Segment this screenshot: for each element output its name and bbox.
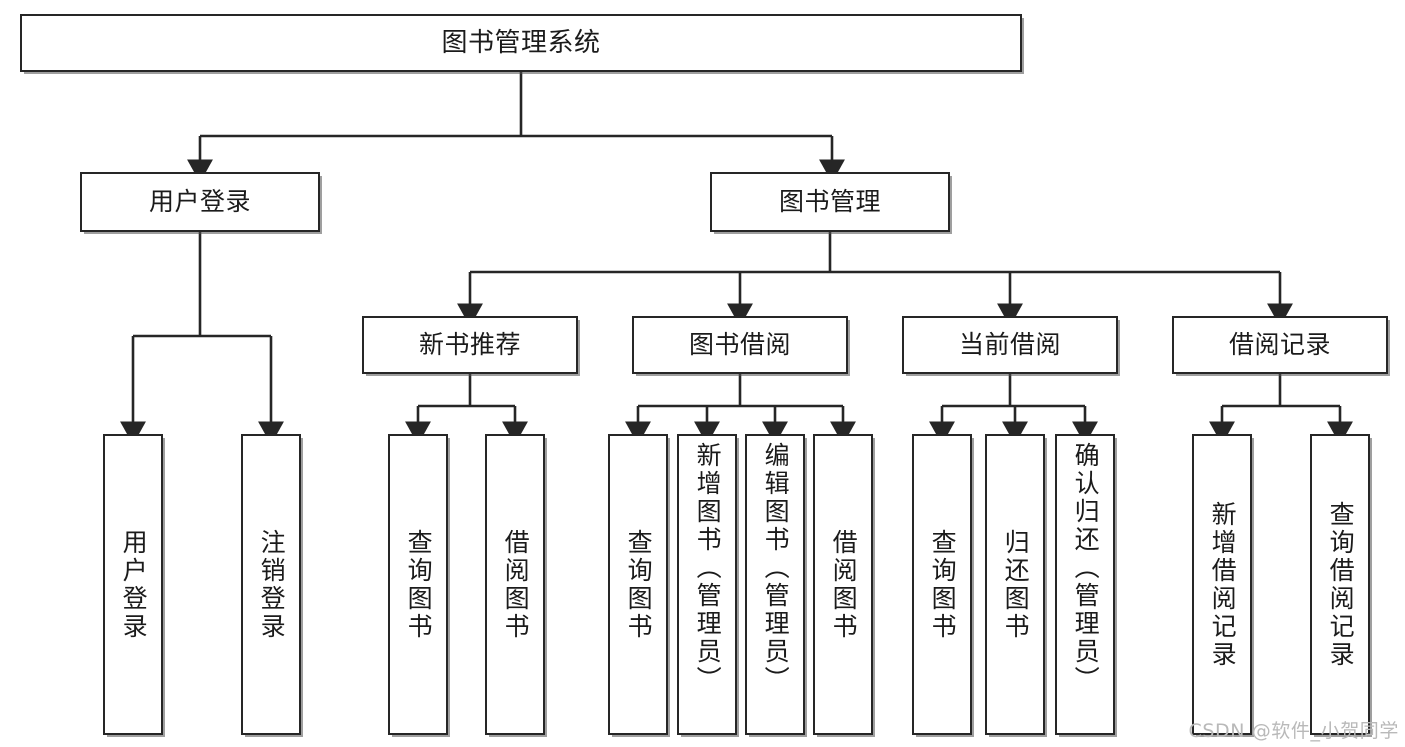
node-book-borrow[interactable]: 图书借阅 bbox=[632, 316, 848, 374]
node-user-login[interactable]: 用户登录 bbox=[80, 172, 320, 232]
node-leaf-borrow-book-label: 借阅图书 bbox=[829, 528, 859, 641]
node-leaf-add-book-label: 新增图书（管理员） bbox=[693, 442, 723, 694]
node-leaf-query-book-rec-label: 查询图书 bbox=[404, 528, 434, 641]
node-user-login-label: 用户登录 bbox=[148, 187, 251, 217]
node-leaf-query-book-current[interactable]: 查询图书 bbox=[912, 434, 972, 735]
node-current-borrow-label: 当前借阅 bbox=[958, 330, 1061, 360]
node-leaf-user-login-label: 用户登录 bbox=[119, 528, 149, 641]
node-book-manage-label: 图书管理 bbox=[778, 187, 881, 217]
node-leaf-add-record-label: 新增借阅记录 bbox=[1208, 500, 1238, 669]
node-root[interactable]: 图书管理系统 bbox=[20, 14, 1022, 72]
node-new-book-rec-label: 新书推荐 bbox=[418, 330, 521, 360]
node-borrow-record[interactable]: 借阅记录 bbox=[1172, 316, 1388, 374]
node-book-manage[interactable]: 图书管理 bbox=[710, 172, 950, 232]
node-leaf-user-logout-label: 注销登录 bbox=[257, 528, 287, 641]
node-leaf-return-book-label: 归还图书 bbox=[1001, 528, 1031, 641]
node-leaf-query-book-borrow-label: 查询图书 bbox=[624, 528, 654, 641]
node-leaf-edit-book-label: 编辑图书（管理员） bbox=[761, 442, 791, 694]
node-leaf-query-book-borrow[interactable]: 查询图书 bbox=[608, 434, 668, 735]
node-leaf-query-record-label: 查询借阅记录 bbox=[1326, 500, 1356, 669]
node-leaf-return-book[interactable]: 归还图书 bbox=[985, 434, 1045, 735]
node-new-book-rec[interactable]: 新书推荐 bbox=[362, 316, 578, 374]
node-root-label: 图书管理系统 bbox=[441, 27, 601, 58]
node-leaf-borrow-book[interactable]: 借阅图书 bbox=[813, 434, 873, 735]
node-leaf-confirm-return[interactable]: 确认归还（管理员） bbox=[1055, 434, 1115, 735]
node-leaf-query-record[interactable]: 查询借阅记录 bbox=[1310, 434, 1370, 735]
node-leaf-add-book[interactable]: 新增图书（管理员） bbox=[677, 434, 737, 735]
node-borrow-record-label: 借阅记录 bbox=[1228, 330, 1331, 360]
node-leaf-confirm-return-label: 确认归还（管理员） bbox=[1071, 442, 1101, 694]
node-leaf-user-logout[interactable]: 注销登录 bbox=[241, 434, 301, 735]
node-leaf-borrow-book-rec-label: 借阅图书 bbox=[501, 528, 531, 641]
node-leaf-user-login[interactable]: 用户登录 bbox=[103, 434, 163, 735]
node-leaf-query-book-rec[interactable]: 查询图书 bbox=[388, 434, 448, 735]
node-leaf-edit-book[interactable]: 编辑图书（管理员） bbox=[745, 434, 805, 735]
node-current-borrow[interactable]: 当前借阅 bbox=[902, 316, 1118, 374]
node-leaf-borrow-book-rec[interactable]: 借阅图书 bbox=[485, 434, 545, 735]
node-leaf-add-record[interactable]: 新增借阅记录 bbox=[1192, 434, 1252, 735]
watermark: CSDN @软件_小贺同学 bbox=[1188, 720, 1399, 742]
node-book-borrow-label: 图书借阅 bbox=[688, 330, 791, 360]
node-leaf-query-book-current-label: 查询图书 bbox=[928, 528, 958, 641]
